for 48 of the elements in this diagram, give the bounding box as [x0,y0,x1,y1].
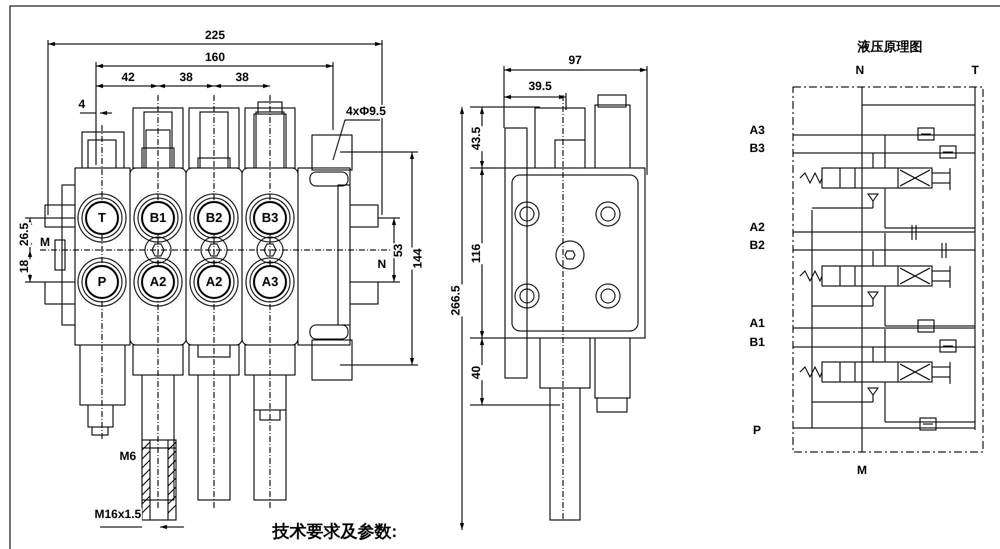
port-circle [253,265,287,299]
dimension-label: 4 [78,98,86,110]
port-label: B1 [748,336,766,348]
dimension-label: 160 [204,50,226,64]
port-label: A2 [150,275,166,289]
port-circle [197,201,231,235]
dimension-label: 18 [18,258,31,274]
port-label: A2 [748,220,766,234]
port-circle [85,201,119,235]
port-label: M [39,236,51,248]
section-heading: 技术要求及参数: [272,522,398,542]
port-label: M [856,464,868,476]
dimension-label: 38 [178,70,194,84]
port-label: A1 [748,316,766,330]
port-label: N [854,64,866,76]
port-label: B2 [206,211,222,225]
port-label: T [970,64,980,76]
dimension-label: 40 [470,364,483,380]
dimension-label: 225 [204,28,226,42]
port-label: P [98,275,106,289]
dimension-label: 39.5 [528,80,553,92]
port-label: N [376,258,388,270]
dimension-label: 4xΦ9.5 [345,104,387,118]
dimension-label: 43.5 [470,125,483,151]
port-label: B3 [262,211,278,225]
dimension-label: 97 [568,54,583,66]
dimension-label: 53 [392,242,405,258]
port-circle [85,265,119,299]
dimension-label: 42 [120,70,136,84]
port-label: T [98,211,106,225]
port-label: P [752,424,762,436]
port-circle [141,265,175,299]
thread-label: M16x1.5 [94,508,142,520]
port-label: B2 [748,238,766,252]
port-circle [253,201,287,235]
dimension-label: 116 [470,242,483,264]
port-label: A3 [262,275,278,289]
thread-label: M6 [118,450,138,462]
port-circle [197,265,231,299]
dimension-label: 266.5 [450,284,463,316]
port-label: A2 [206,275,222,289]
port-label: B3 [748,142,766,154]
diagram-heading: 液压原理图 [856,40,924,52]
port-label: A3 [748,124,766,136]
port-circle [141,201,175,235]
dimension-label: 38 [234,70,250,84]
dimension-label: 26.5 [18,221,31,247]
port-label: B1 [150,211,166,225]
